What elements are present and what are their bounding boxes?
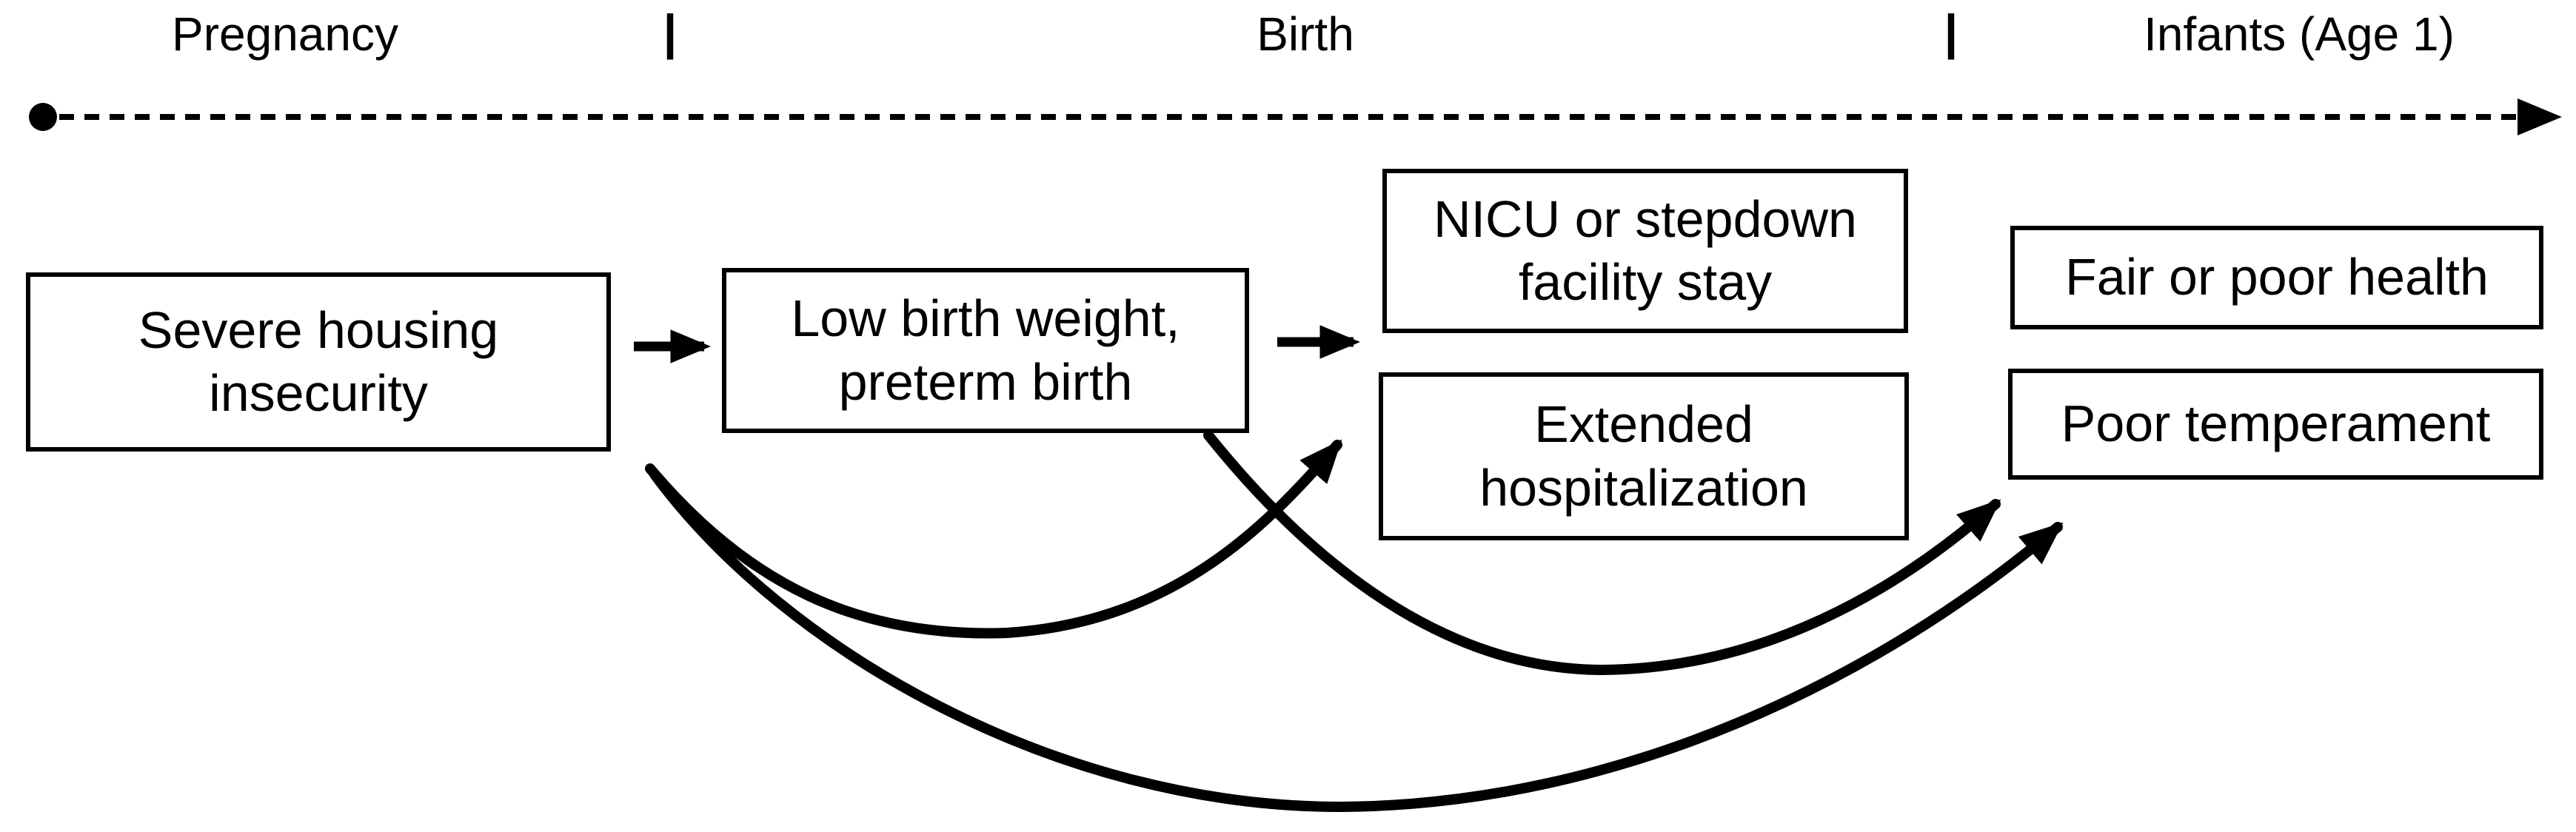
curved-arrow-housing-to-extended <box>645 439 1342 639</box>
timeline-separator: | <box>663 4 678 59</box>
timeline-start-dot <box>29 103 57 131</box>
box-fair-or-poor-health: Fair or poor health <box>2010 226 2543 329</box>
box-low-birth-weight-preterm-birth: Low birth weight, preterm birth <box>722 268 1249 433</box>
curved-arrow-housing-to-temperament <box>649 469 2064 813</box>
box-extended-hospitalization: Extended hospitalization <box>1379 372 1909 540</box>
curved-arrow-lbw-to-temperament <box>1203 430 2001 676</box>
box-severe-housing-insecurity: Severe housing insecurity <box>26 272 611 452</box>
timeline-stage-infants: Infants (Age 1) <box>2144 7 2455 61</box>
box-nicu-or-stepdown-facility-stay: NICU or stepdown facility stay <box>1382 169 1908 333</box>
timeline-stage-pregnancy: Pregnancy <box>172 7 398 61</box>
timeline-arrowhead-icon <box>2518 98 2562 135</box>
box-poor-temperament: Poor temperament <box>2008 369 2543 480</box>
timeline-separator: | <box>1944 4 1958 59</box>
timeline-stage-birth: Birth <box>1257 7 1354 61</box>
